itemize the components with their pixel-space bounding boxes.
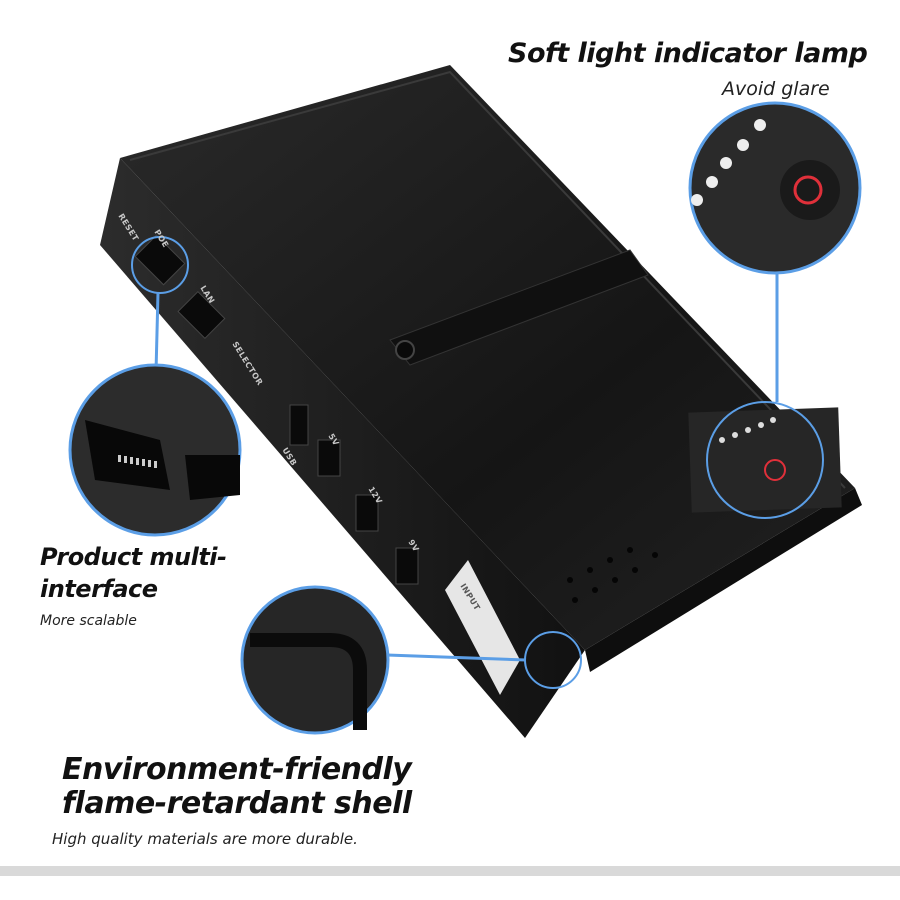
device-body bbox=[100, 65, 862, 738]
zoom-callout-lamp bbox=[688, 101, 862, 519]
interface-feature-title-line1: Product multi- bbox=[40, 543, 227, 571]
shell-feature-title-line1: Environment-friendly bbox=[62, 752, 412, 787]
shell-feature-subtitle: High quality materials are more durable. bbox=[52, 830, 358, 848]
interface-feature-title-line2: interface bbox=[40, 575, 158, 603]
lamp-feature-title: Soft light indicator lamp bbox=[508, 38, 868, 69]
lamp-feature-subtitle: Avoid glare bbox=[722, 78, 830, 100]
bottom-divider bbox=[0, 866, 900, 876]
zoom-callout-interface bbox=[68, 236, 242, 537]
shell-feature-title-line2: flame-retardant shell bbox=[62, 786, 412, 821]
interface-feature-subtitle: More scalable bbox=[40, 613, 137, 629]
zoom-callout-shell bbox=[240, 585, 582, 735]
